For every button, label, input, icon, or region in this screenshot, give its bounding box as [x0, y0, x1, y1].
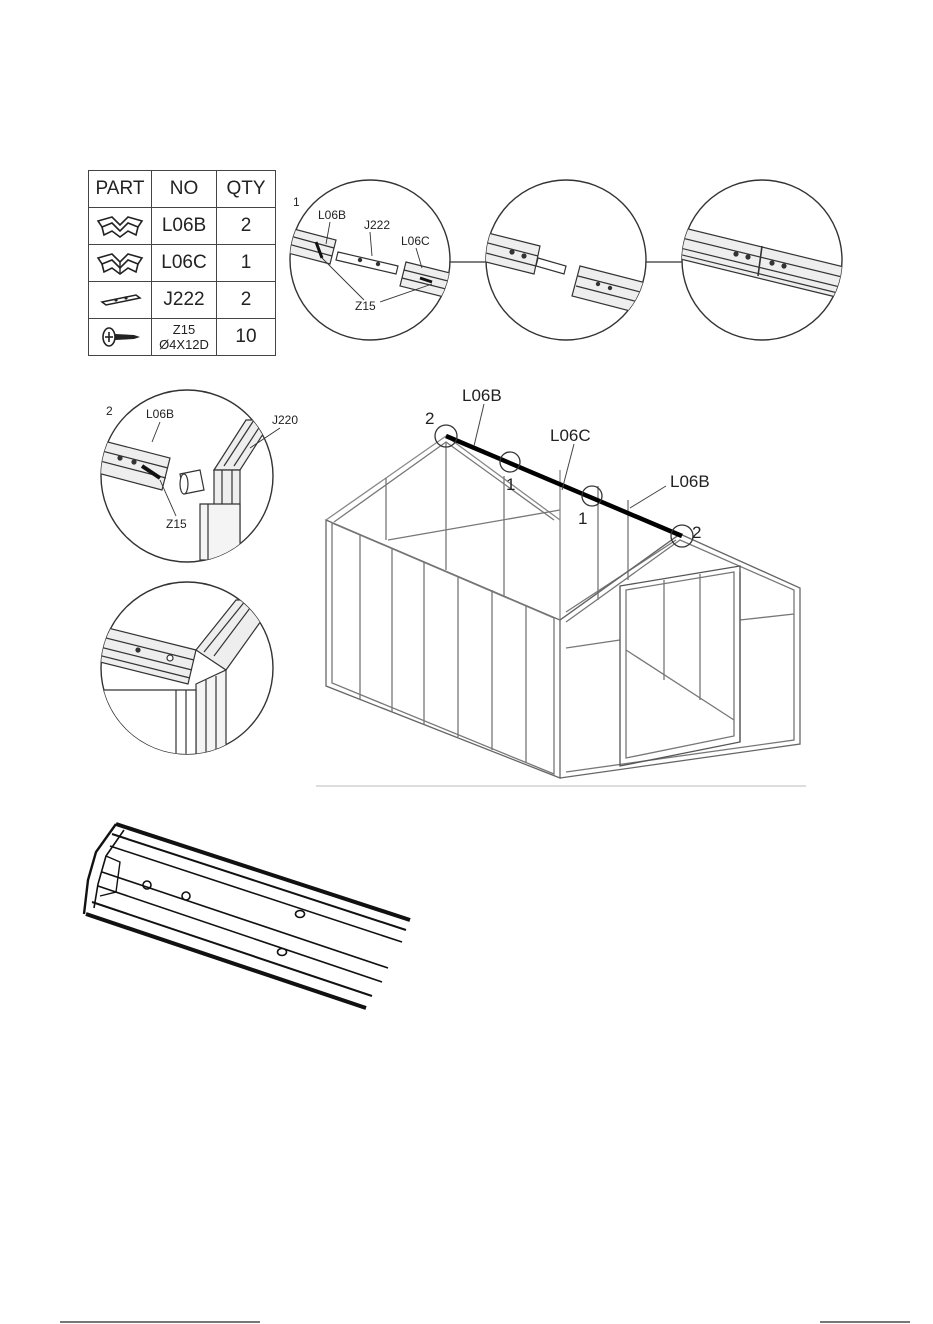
overview-position-2-left: 2	[425, 409, 434, 428]
step2-label-j220: J220	[272, 413, 298, 427]
step1-joined-detail	[668, 180, 848, 340]
step1-label-l06b: L06B	[318, 208, 346, 222]
overview-position-1-a: 1	[506, 475, 515, 494]
step2-number: 2	[106, 404, 113, 418]
ridge-profile-closeup	[84, 824, 410, 1008]
step1-exploded-detail: 1 L06B J222 L06C Z15	[284, 180, 462, 340]
step2-label-z15: Z15	[166, 517, 187, 531]
overview-position-2-right: 2	[692, 523, 701, 542]
greenhouse-overview	[316, 436, 806, 786]
overview-position-1-b: 1	[578, 509, 587, 528]
step2-exploded-detail: 2 L06B J220 Z15	[94, 390, 298, 562]
step1-label-l06c: L06C	[401, 234, 430, 248]
ridge-beam	[446, 436, 682, 536]
overview-label-l06b-left: L06B	[462, 386, 502, 405]
overview-label-l06b-right: L06B	[670, 472, 710, 491]
step2-joined-detail	[92, 582, 276, 760]
step1-label-j222: J222	[364, 218, 390, 232]
overview-label-l06c: L06C	[550, 426, 591, 445]
step1-label-z15: Z15	[355, 299, 376, 313]
page-edge	[0, 1318, 933, 1324]
step2-label-l06b: L06B	[146, 407, 174, 421]
step1-insert-detail	[478, 180, 650, 340]
step1-number: 1	[293, 195, 300, 209]
